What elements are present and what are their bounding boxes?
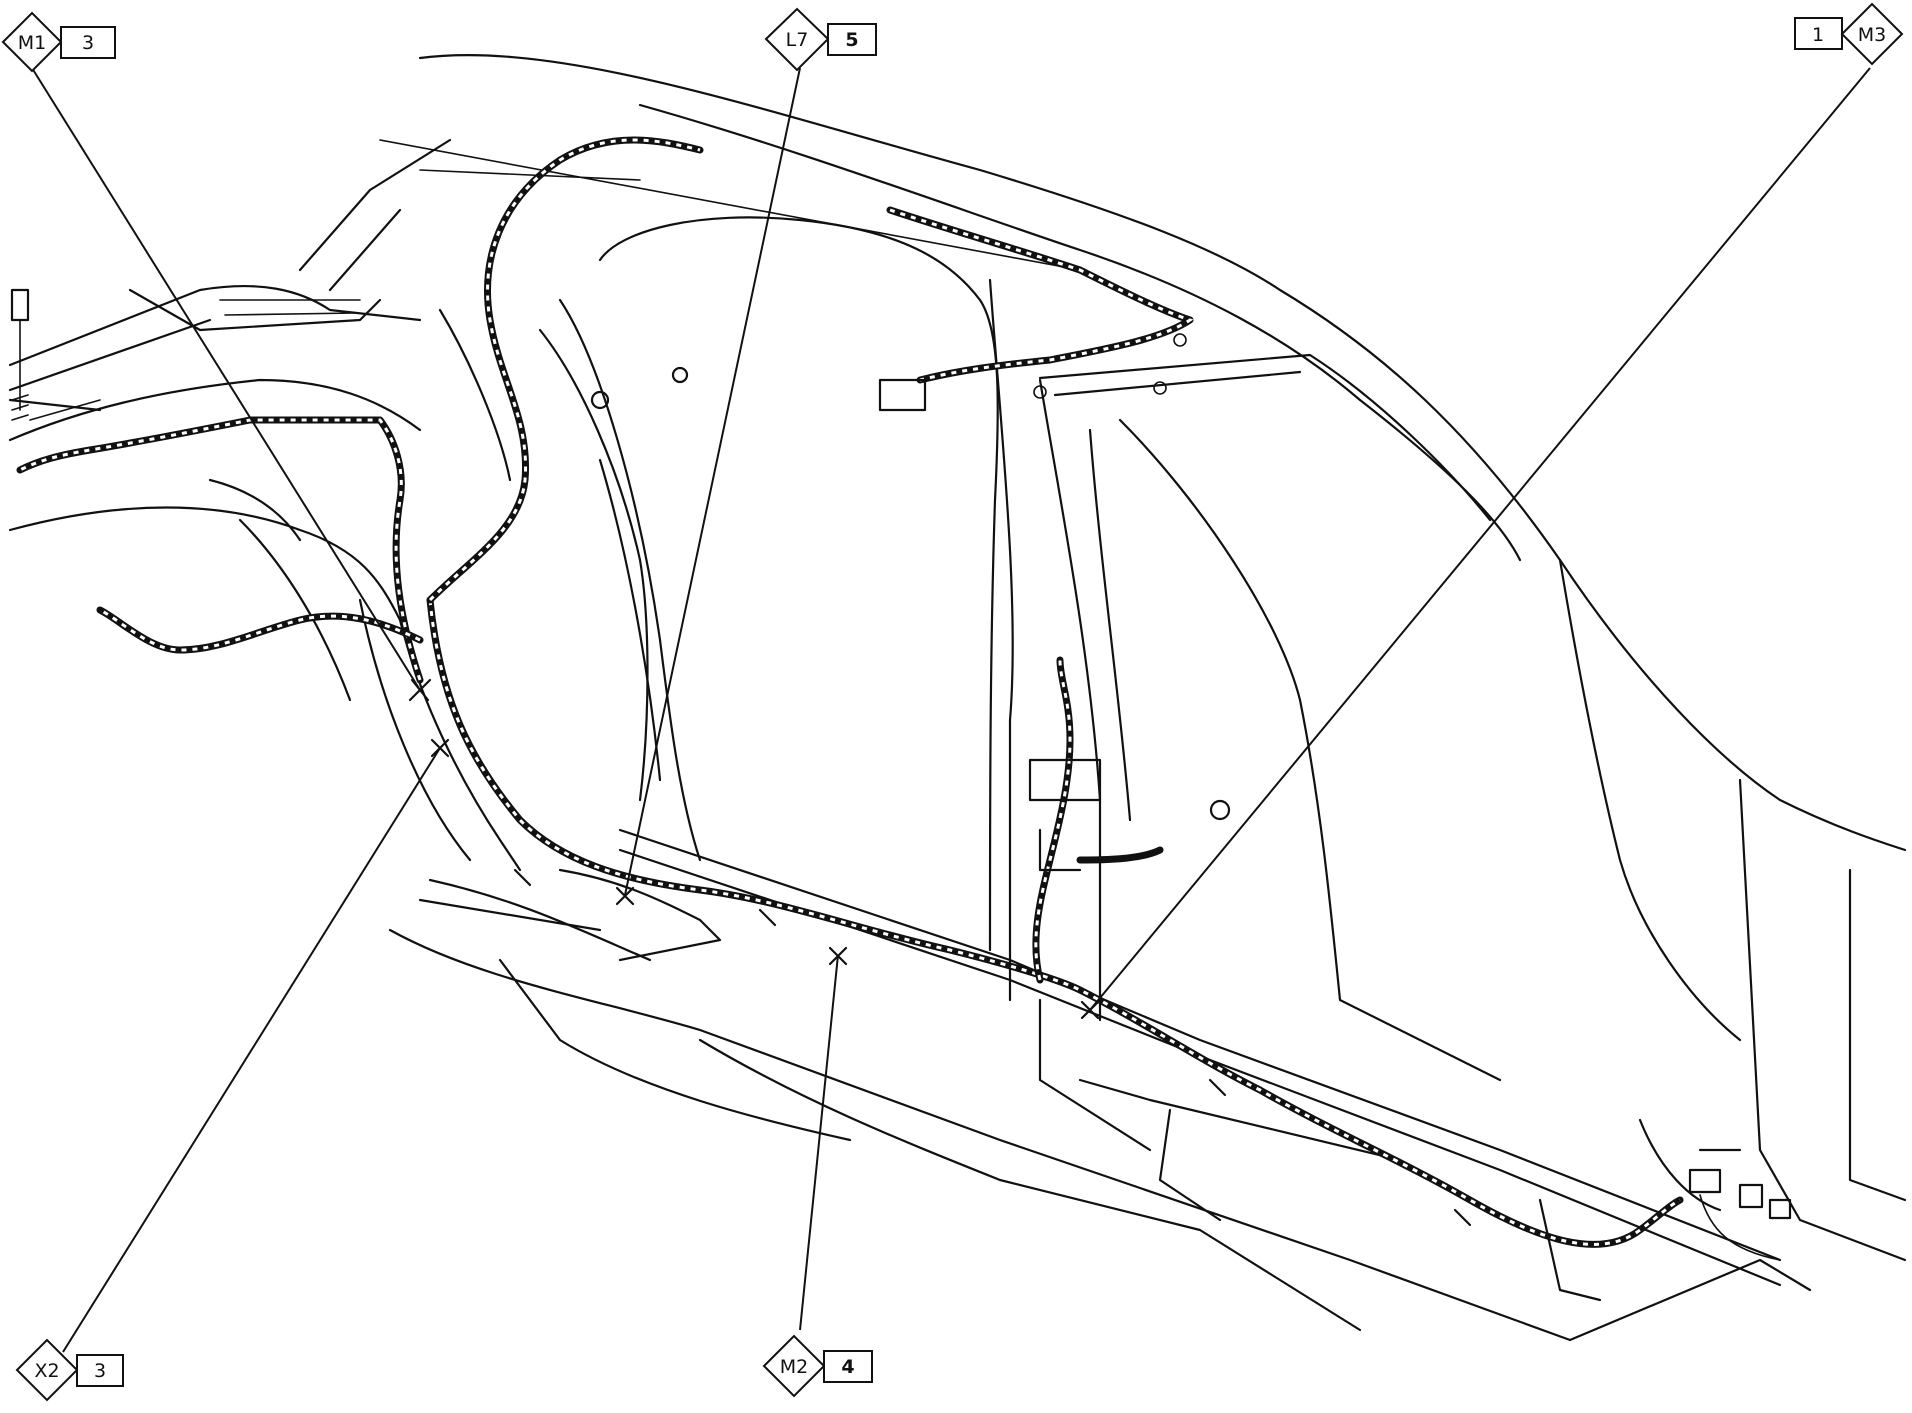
callout-x2-box (76, 1354, 124, 1387)
leader-m1 (31, 67, 421, 691)
leader-lines (31, 67, 1871, 1353)
callout-x2-num: 3 (94, 1360, 106, 1382)
vehicle-body (8, 54, 1907, 1342)
callout-x2-id: X2 (34, 1360, 59, 1382)
callout-m3-box (1794, 17, 1843, 50)
callout-m2-id: M2 (780, 1356, 808, 1378)
leader-l7 (624, 67, 801, 896)
callout-m1-num: 3 (82, 32, 94, 54)
callout-m3: 1 M3 (1794, 2, 1904, 66)
wiring-harness (10, 136, 1792, 1261)
callout-l7-num: 5 (845, 29, 858, 51)
callout-m3-diamond (1840, 2, 1904, 66)
callout-m3-num: 1 (1812, 24, 1824, 46)
leader-m3 (1089, 67, 1871, 1011)
callout-l7-box (827, 23, 877, 56)
callout-l7: L7 5 (764, 7, 877, 72)
callout-m1-id: M1 (18, 32, 46, 54)
callout-l7-id: L7 (786, 29, 809, 51)
callout-m1: M1 3 (1, 11, 116, 73)
callout-m3-id: M3 (1858, 24, 1886, 46)
callout-x2: X2 3 (15, 1338, 124, 1402)
callout-m2-num: 4 (841, 1356, 854, 1378)
leader-m2 (799, 954, 839, 1331)
callout-m1-box (60, 26, 116, 59)
callout-m2-box (823, 1350, 873, 1383)
leader-x2 (62, 747, 441, 1353)
callout-m2: M2 4 (762, 1334, 873, 1398)
